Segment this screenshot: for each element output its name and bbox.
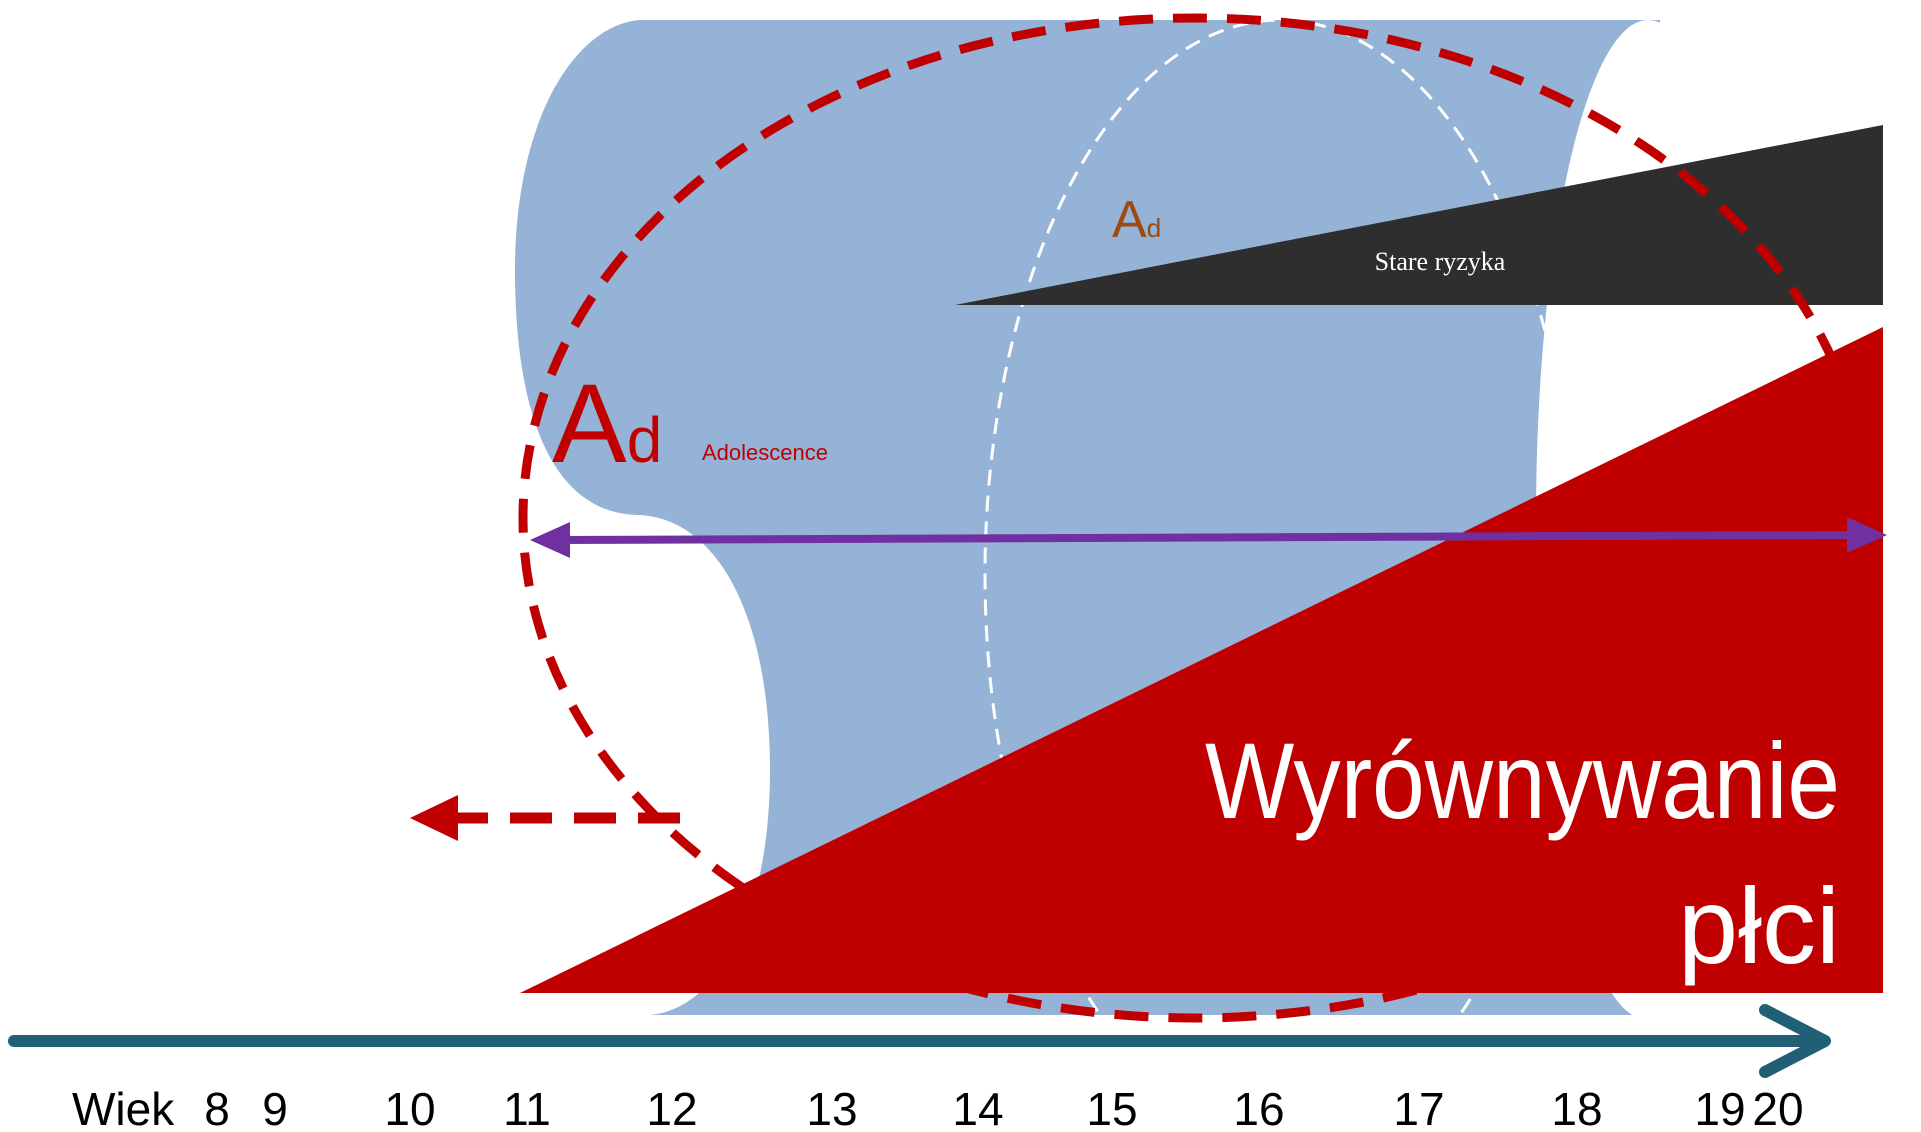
axis-tick-label: 16 (1233, 1083, 1284, 1132)
axis-tick-label: 14 (952, 1083, 1003, 1132)
gender-equalization-line1: Wyrównywanie (1205, 720, 1840, 841)
axis-arrowhead-icon (1759, 1004, 1831, 1078)
axis-tick-label: 10 (384, 1083, 435, 1132)
axis-tick-label: 17 (1393, 1083, 1444, 1132)
axis-tick-label: 8 (204, 1083, 230, 1132)
axis-tick-label: 13 (806, 1083, 857, 1132)
gender-equalization-line2: płci (1678, 865, 1840, 986)
axis-tick-label: 20 (1752, 1083, 1803, 1132)
old-risks-label: Stare ryzyka (1375, 247, 1506, 276)
axis-tick-label: 15 (1086, 1083, 1137, 1132)
double-headed-arrow-icon (554, 531, 1861, 544)
double-arrow-left-head (530, 522, 570, 558)
dashed-left-arrow-head (410, 795, 458, 841)
axis-tick-label: 12 (646, 1083, 697, 1132)
axis-tick-label: 18 (1551, 1083, 1602, 1132)
red-dashed-ellipse (518, 13, 1872, 1023)
axis-tick-label: 9 (262, 1083, 288, 1132)
gender-equalization-triangle (520, 327, 1883, 993)
double-arrow-right-head (1847, 517, 1887, 553)
old-risks-wedge (955, 125, 1883, 305)
ad-small-label: Ad (1112, 191, 1161, 249)
axis-label-age: Wiek (72, 1083, 175, 1132)
ad-big-label: Ad (552, 361, 662, 486)
adolescence-label: Adolescence (702, 440, 828, 465)
axis-tick-label: 11 (503, 1083, 551, 1132)
axis-tick-label: 19 (1694, 1083, 1745, 1132)
